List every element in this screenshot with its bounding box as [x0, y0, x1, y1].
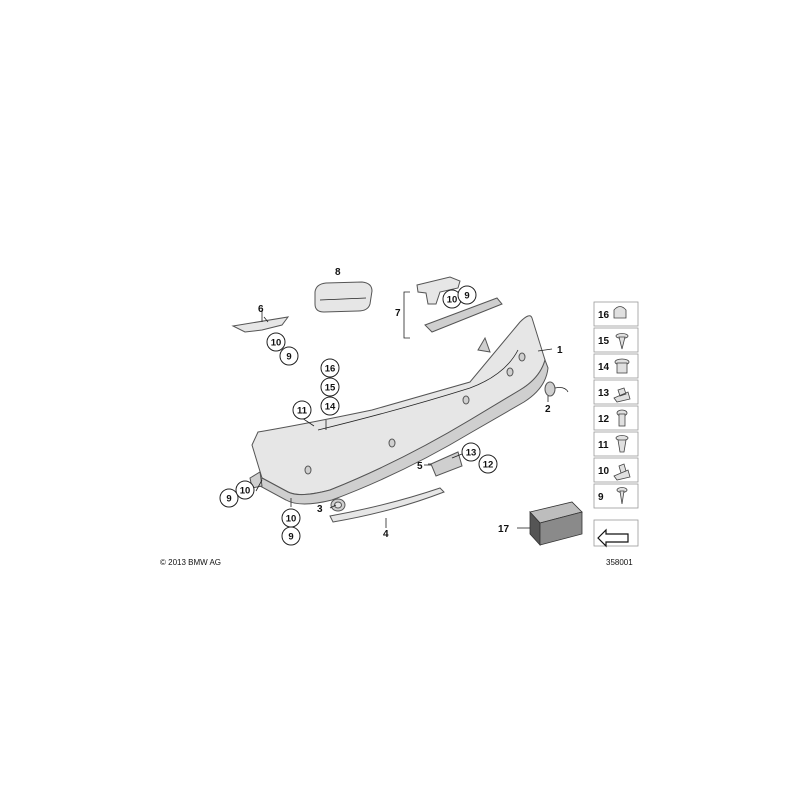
push-clip-icon — [615, 435, 629, 453]
callout-2: 2 — [545, 404, 551, 415]
callout-5: 5 — [417, 461, 423, 472]
direction-arrow-icon — [597, 528, 629, 548]
speed-nut-icon — [613, 463, 631, 481]
circled-13: 13 — [466, 448, 477, 459]
leader-lines — [255, 316, 553, 529]
callout-labels: 1 2 3 4 5 6 7 8 17 — [258, 267, 563, 540]
circled-12: 12 — [483, 460, 494, 471]
cap-nut-icon — [613, 306, 627, 319]
circled-11: 11 — [297, 406, 308, 417]
circled-10-left: 10 — [240, 486, 251, 497]
expansion-nut-icon — [614, 358, 630, 374]
callout-17: 17 — [498, 524, 510, 535]
diagram-id: 358001 — [606, 558, 633, 567]
circled-9-part6: 9 — [286, 352, 291, 363]
hardware-legend: 16 15 14 13 12 11 10 — [593, 301, 639, 548]
circled-10-part7: 10 — [447, 295, 458, 306]
cap-part-2 — [544, 381, 569, 397]
callout-3: 3 — [317, 504, 323, 515]
bracket-part-6 — [231, 310, 290, 333]
circled-10-bottom: 10 — [286, 514, 297, 525]
legend-tile-15 — [593, 327, 639, 353]
screw-icon — [615, 333, 629, 350]
bracket-part-7 — [403, 276, 503, 339]
legend-num-13: 13 — [598, 388, 610, 399]
callout-7: 7 — [395, 308, 401, 319]
callout-1: 1 — [557, 345, 563, 356]
callout-4: 4 — [383, 529, 389, 540]
legend-tile-11 — [593, 431, 639, 457]
strip-part-4 — [329, 487, 445, 523]
callout-6: 6 — [258, 304, 264, 315]
cover-part-5 — [428, 451, 463, 477]
legend-tile-14 — [593, 353, 639, 379]
kit-box-part-17 — [529, 501, 583, 547]
callout-8: 8 — [335, 267, 341, 278]
screw-icon — [616, 487, 628, 505]
legend-num-15: 15 — [598, 336, 610, 347]
copyright-text: © 2013 BMW AG — [160, 558, 221, 567]
legend-num-11: 11 — [598, 440, 609, 451]
circled-15: 15 — [325, 383, 336, 394]
legend-num-9: 9 — [598, 492, 604, 503]
clip-nut-icon — [613, 387, 631, 403]
circled-9-part7: 9 — [464, 291, 469, 302]
rivet-icon — [616, 409, 628, 427]
circled-14: 14 — [325, 402, 336, 413]
circled-9-left: 9 — [226, 494, 231, 505]
circled-10-part6: 10 — [271, 338, 282, 349]
reflector-part-8 — [314, 281, 373, 313]
legend-num-16: 16 — [598, 310, 610, 321]
legend-num-10: 10 — [598, 466, 610, 477]
legend-tile-10 — [593, 457, 639, 483]
circled-9-bottom: 9 — [288, 532, 293, 543]
circled-callouts: 10 9 10 9 16 15 14 11 13 12 9 10 10 9 — [219, 285, 498, 546]
legend-tile-9 — [593, 483, 639, 509]
legend-num-12: 12 — [598, 414, 610, 425]
sensor-part-3 — [330, 498, 346, 512]
legend-tile-12 — [593, 405, 639, 431]
legend-num-14: 14 — [598, 362, 610, 373]
circled-16: 16 — [325, 364, 336, 375]
